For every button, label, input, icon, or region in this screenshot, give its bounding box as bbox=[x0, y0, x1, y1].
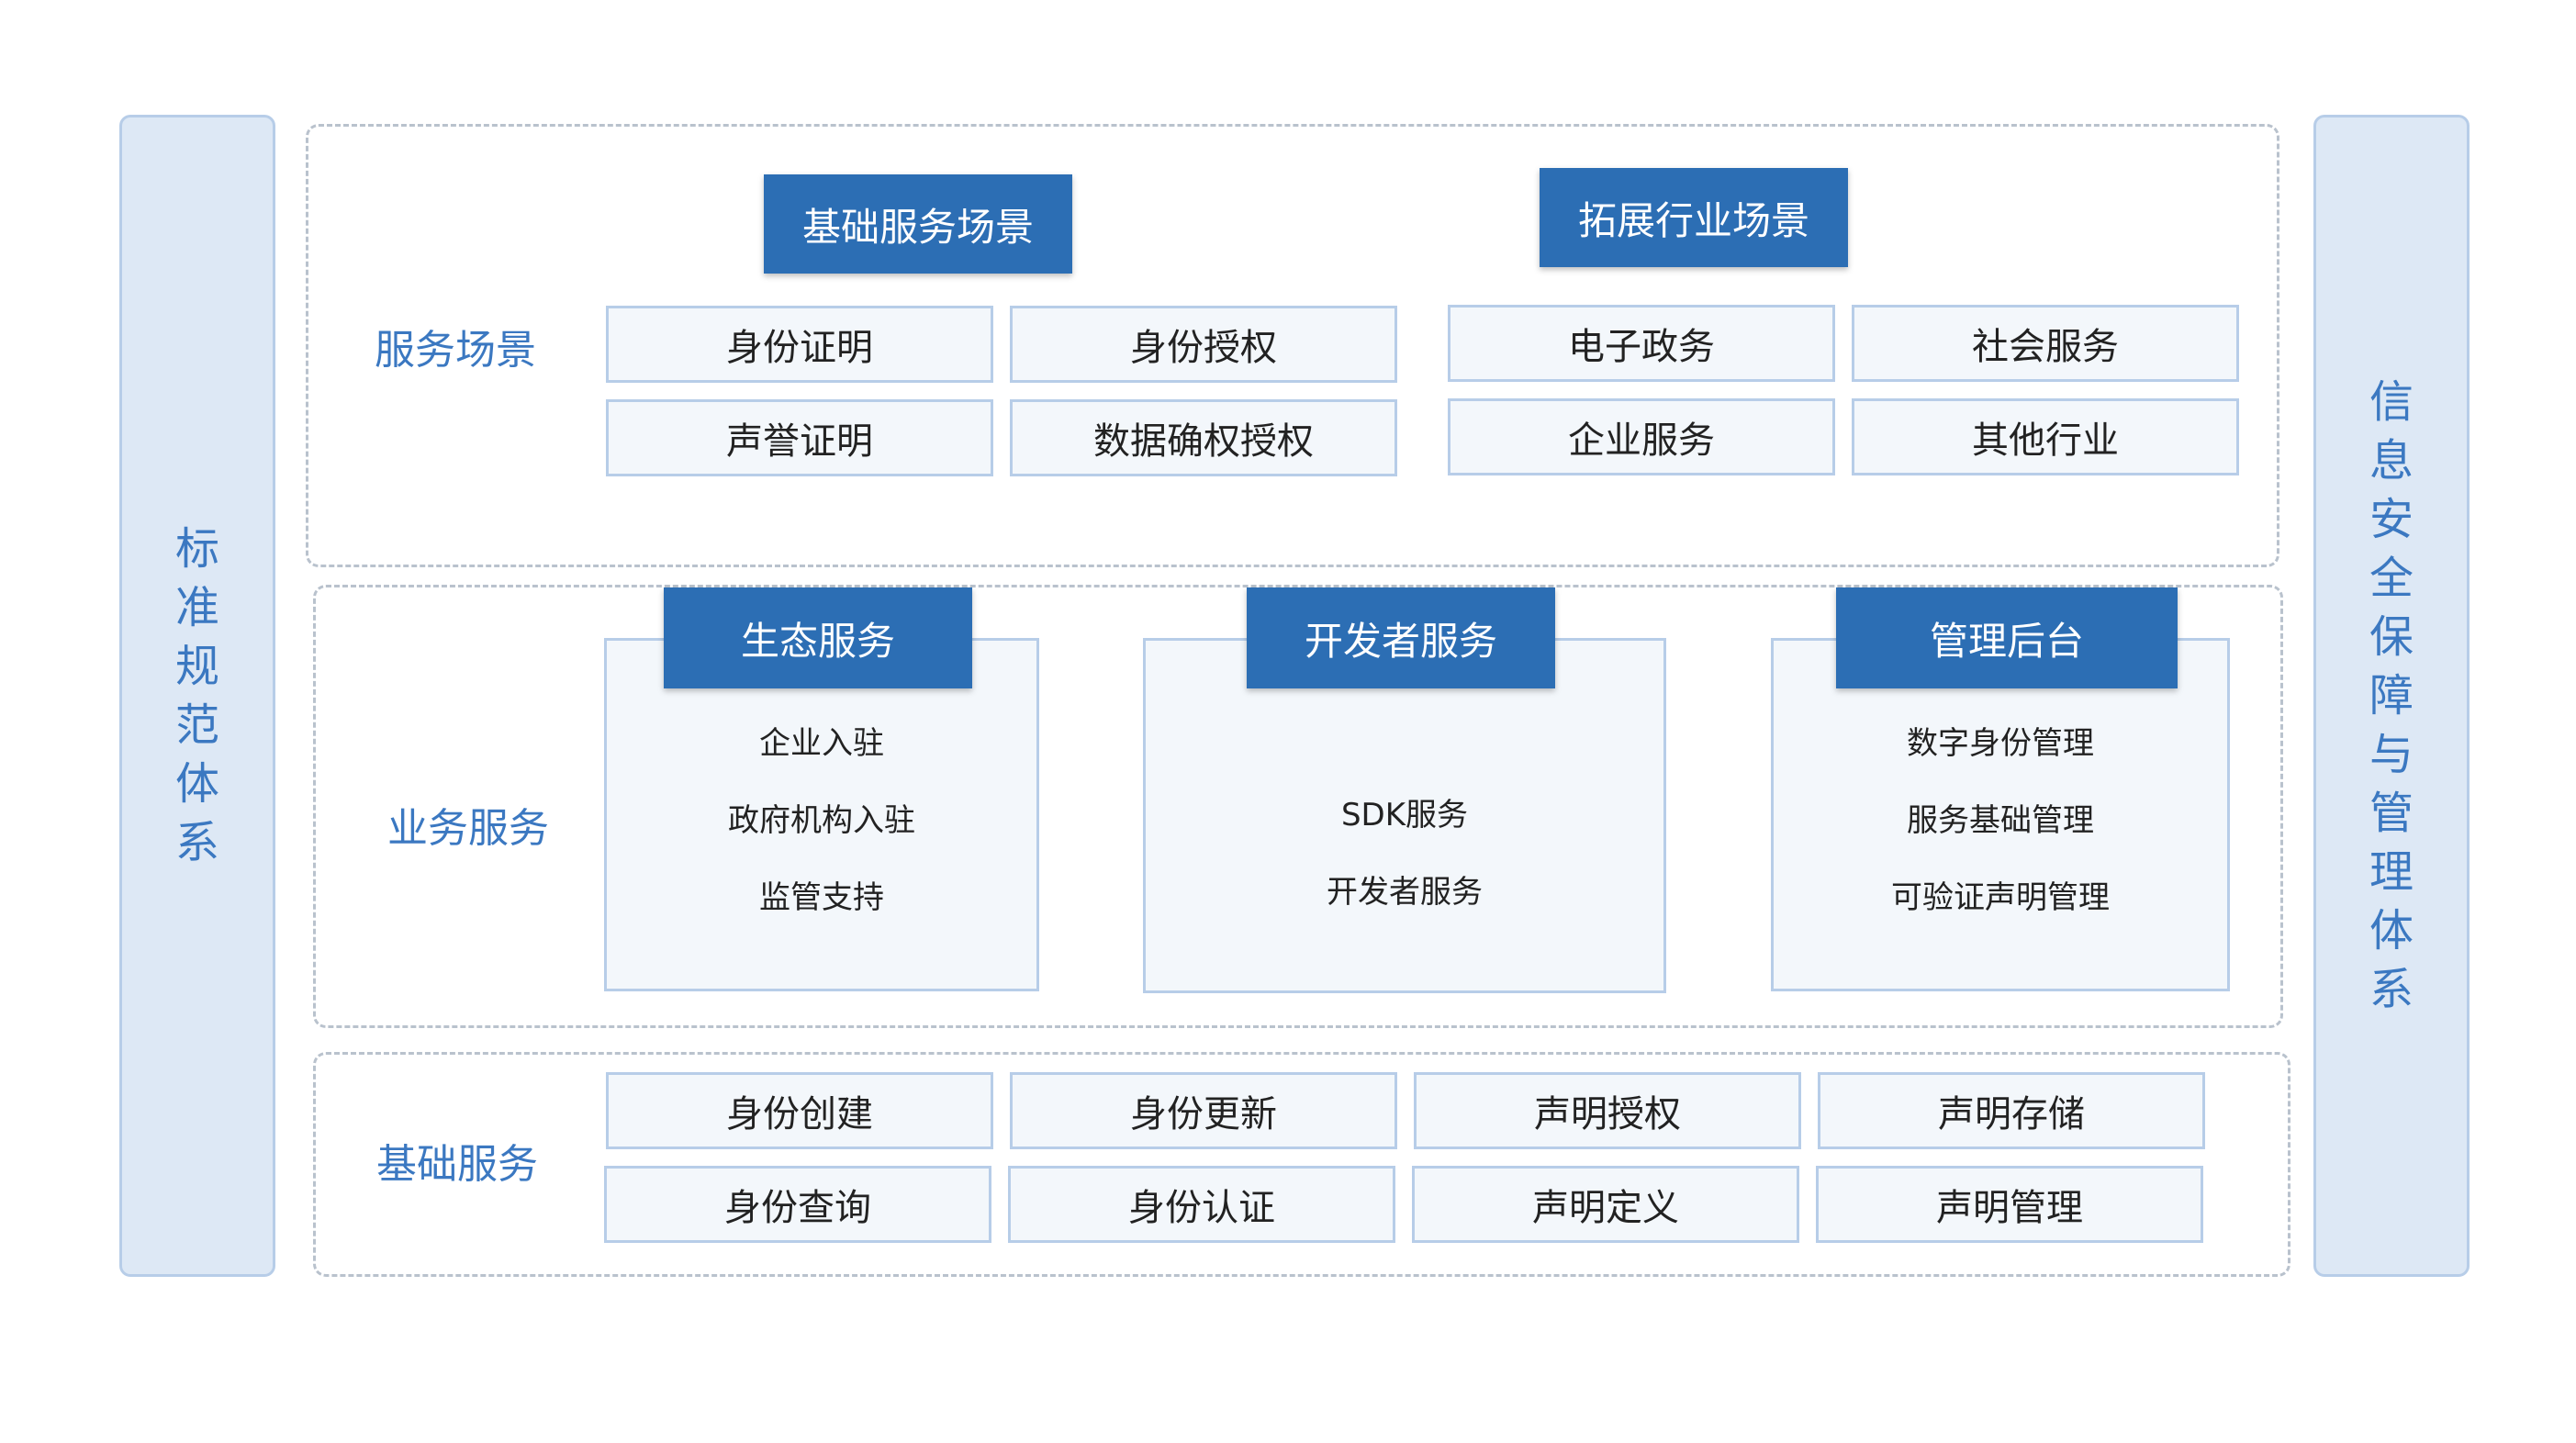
ecosystem-header: 生态服务 bbox=[664, 587, 972, 688]
basic-cell: 身份创建 bbox=[606, 1072, 993, 1149]
basic-cell: 身份认证 bbox=[1008, 1166, 1395, 1243]
business-services-section bbox=[313, 585, 2283, 1028]
admin-panel bbox=[1771, 638, 2230, 991]
basic-cell: 身份更新 bbox=[1010, 1072, 1397, 1149]
standards-char: 体 bbox=[174, 758, 219, 810]
security-char: 障 bbox=[2369, 670, 2414, 722]
security-char: 安 bbox=[2369, 494, 2414, 545]
security-char: 信 bbox=[2369, 376, 2414, 428]
panel-item: 开发者服务 bbox=[1327, 874, 1483, 911]
standards-char: 准 bbox=[174, 582, 219, 633]
basic-cell: 声明存储 bbox=[1818, 1072, 2205, 1149]
security-management-bar: 信 息 安 全 保 障 与 管 理 体 系 bbox=[2313, 115, 2470, 1277]
service-scenes-label: 服务场景 bbox=[375, 327, 536, 374]
security-char: 体 bbox=[2369, 905, 2414, 956]
scene-cell: 电子政务 bbox=[1448, 305, 1835, 382]
panel-item: 企业入驻 bbox=[759, 725, 884, 762]
scene-cell: 身份授权 bbox=[1010, 306, 1397, 383]
security-char: 理 bbox=[2369, 846, 2414, 898]
scene-cell: 数据确权授权 bbox=[1010, 399, 1397, 476]
ecosystem-panel bbox=[604, 638, 1039, 991]
panel-item: 监管支持 bbox=[759, 879, 884, 916]
panel-item: SDK服务 bbox=[1340, 797, 1469, 833]
panel-item: 服务基础管理 bbox=[1907, 802, 2094, 839]
scene-cell: 其他行业 bbox=[1852, 398, 2239, 475]
standards-char: 规 bbox=[174, 641, 219, 692]
business-services-label: 业务服务 bbox=[387, 805, 549, 852]
basic-cell: 身份查询 bbox=[604, 1166, 991, 1243]
security-char: 全 bbox=[2369, 553, 2414, 604]
panel-item: 数字身份管理 bbox=[1907, 725, 2094, 762]
standards-char: 标 bbox=[174, 523, 219, 575]
basic-cell: 声明授权 bbox=[1414, 1072, 1801, 1149]
standards-char: 范 bbox=[174, 699, 219, 751]
basic-cell: 声明管理 bbox=[1816, 1166, 2203, 1243]
security-char: 系 bbox=[2369, 964, 2414, 1015]
security-char: 管 bbox=[2369, 788, 2414, 839]
scene-cell: 企业服务 bbox=[1448, 398, 1835, 475]
scene-cell: 身份证明 bbox=[606, 306, 993, 383]
panel-item: 可验证声明管理 bbox=[1891, 879, 2110, 916]
basic-services-section bbox=[313, 1052, 2290, 1277]
security-char: 息 bbox=[2369, 435, 2414, 487]
scene-cell: 声誉证明 bbox=[606, 399, 993, 476]
security-char: 与 bbox=[2369, 729, 2414, 780]
scene-cell: 社会服务 bbox=[1852, 305, 2239, 382]
extended-scene-header: 拓展行业场景 bbox=[1540, 168, 1848, 267]
panel-item: 政府机构入驻 bbox=[728, 802, 915, 839]
standards-system-bar: 标 准 规 范 体 系 bbox=[119, 115, 275, 1277]
service-scenes-section bbox=[306, 124, 2279, 567]
basic-cell: 声明定义 bbox=[1412, 1166, 1799, 1243]
developer-header: 开发者服务 bbox=[1247, 587, 1555, 688]
basic-services-label: 基础服务 bbox=[376, 1141, 538, 1188]
security-char: 保 bbox=[2369, 611, 2414, 663]
standards-char: 系 bbox=[174, 817, 219, 868]
basic-scene-header: 基础服务场景 bbox=[764, 174, 1072, 274]
admin-header: 管理后台 bbox=[1836, 587, 2178, 688]
